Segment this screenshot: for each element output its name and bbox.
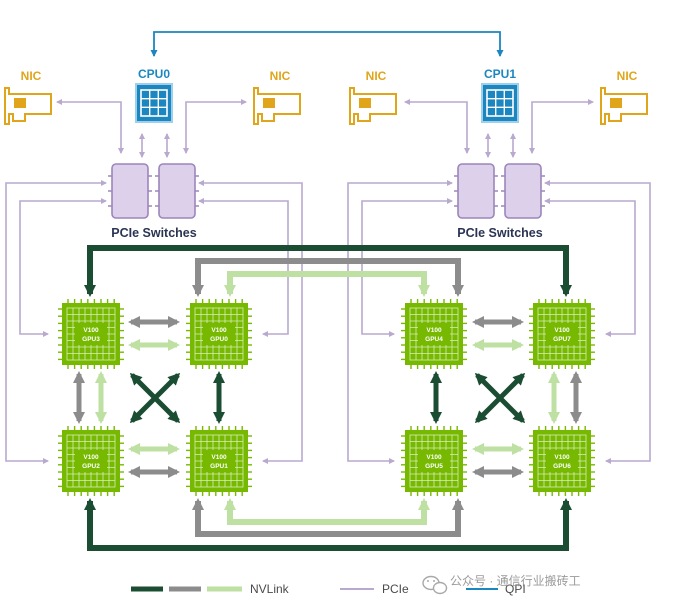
pcie-switch-chip	[457, 163, 495, 219]
pcie-sw-gpu4	[361, 198, 453, 337]
legend: NVLink PCIe QPI	[131, 582, 526, 596]
nvlink-gpu7-gpu5-dark	[474, 372, 526, 424]
gpu-model-label: V100	[554, 327, 570, 334]
pcie-links	[5, 99, 651, 464]
watermark-text: 公众号 · 通信行业搬砖工	[450, 573, 581, 588]
gpu-id-label: GPU5	[425, 463, 443, 470]
cpu0: CPU0	[135, 67, 173, 123]
pcie-sw-gpu2	[5, 180, 107, 464]
cpu1-label: CPU1	[484, 67, 516, 81]
gpu-id-label: GPU1	[210, 463, 228, 470]
qpi-link	[150, 31, 504, 57]
nic-3-label: NIC	[366, 69, 387, 83]
gpu-model-label: V100	[426, 454, 442, 461]
nvlink-gpu2-gpu6	[84, 498, 572, 551]
pcie-sw-gpu6	[544, 180, 651, 464]
nvlink-gpu0-gpu2-dark	[129, 372, 181, 424]
pcie-switches-right-label: PCIe Switches	[457, 226, 542, 240]
legend-qpi-label: QPI	[505, 582, 526, 596]
pcie-switch-chip	[158, 163, 196, 219]
nic-card-icon	[349, 87, 397, 125]
nvlink-short-links	[73, 316, 582, 478]
pcie-sw-gpu1	[198, 180, 303, 464]
nic-card-icon	[4, 87, 52, 125]
gpu-id-label: GPU6	[553, 463, 571, 470]
pcie-switch-chip	[111, 163, 149, 219]
nic-1-label: NIC	[21, 69, 42, 83]
nvlink-gpu0-gpu4-gray	[192, 258, 464, 297]
nvlink-gpu3-gpu7	[84, 245, 572, 297]
legend-nvlink-label: NVLink	[250, 582, 290, 596]
gpu-model-label: V100	[426, 327, 442, 334]
nvlink-gpu1-gpu5-light	[224, 498, 430, 525]
pcie-switches-left-label: PCIe Switches	[111, 226, 196, 240]
gpu-id-label: GPU0	[210, 336, 228, 343]
gpu-model-label: V100	[211, 454, 227, 461]
nvlink-gpu0-gpu4-light	[224, 271, 430, 297]
pcie-switches-left: PCIe Switches	[108, 163, 199, 240]
nic-3: NIC	[349, 69, 397, 125]
pcie-switch-chip	[504, 163, 542, 219]
gpu-model-label: V100	[554, 454, 570, 461]
legend-pcie-label: PCIe	[382, 582, 409, 596]
gpus: V100GPU3V100GPU0V100GPU4V100GPU7V100GPU2…	[58, 299, 595, 496]
pcie-nic1	[56, 99, 124, 154]
wechat-icon	[422, 575, 448, 595]
gpu-id-label: GPU3	[82, 336, 100, 343]
nic-card-icon	[253, 87, 301, 125]
gpu-model-label: V100	[83, 454, 99, 461]
nvlink-long-links	[84, 245, 572, 551]
cpu1: CPU1	[481, 67, 519, 123]
nic-4-label: NIC	[617, 69, 638, 83]
watermark: 公众号 · 通信行业搬砖工	[422, 573, 581, 595]
nic-4: NIC	[600, 69, 648, 125]
pcie-sw-gpu3	[19, 198, 107, 337]
cpu0-label: CPU0	[138, 67, 170, 81]
pcie-sw-gpu5	[347, 180, 453, 464]
gpu-id-label: GPU7	[553, 336, 571, 343]
pcie-nic2	[183, 99, 247, 154]
nic-1: NIC	[4, 69, 52, 125]
nic-card-icon	[600, 87, 648, 125]
nvlink-gpu1-gpu5-gray	[192, 498, 464, 537]
gpu-id-label: GPU2	[82, 463, 100, 470]
gpu-model-label: V100	[83, 327, 99, 334]
pcie-nic4	[529, 99, 594, 154]
nic-2: NIC	[253, 69, 301, 125]
nic-2-label: NIC	[270, 69, 291, 83]
pcie-nic3	[404, 99, 470, 154]
gpu-id-label: GPU4	[425, 336, 443, 343]
pcie-switches-right: PCIe Switches	[454, 163, 545, 240]
gpu-model-label: V100	[211, 327, 227, 334]
